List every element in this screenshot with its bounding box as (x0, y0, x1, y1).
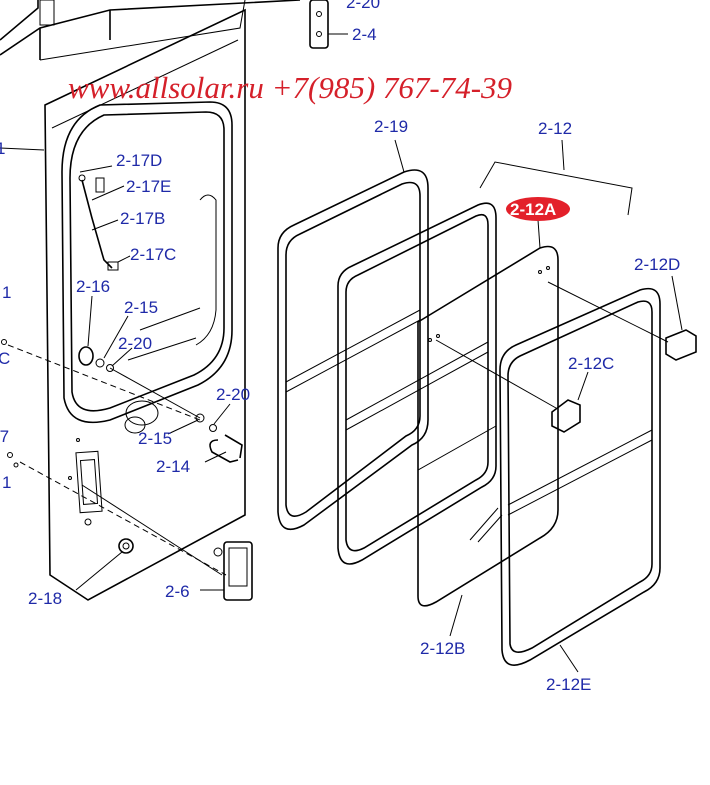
cable-2-17 (78, 174, 119, 271)
window-frame-2-19 (277, 169, 429, 531)
callout-2-15a: 2-15 (124, 298, 158, 317)
window-frame-2-12e (499, 287, 661, 666)
glass-pane-2-12b (417, 245, 559, 607)
callout-2-17d: 2-17D (116, 151, 162, 170)
callout-2-12a: 2-12A (510, 200, 556, 219)
callout-2-17b: 2-17B (120, 209, 165, 228)
callout-1-left: 1 (0, 139, 5, 158)
stopper-2-12d (547, 281, 697, 361)
callout-2-12c: 2-12C (568, 354, 614, 373)
callout-2-16: 2-16 (76, 277, 110, 296)
cab-roof-block (0, 0, 301, 61)
callout-2-12e: 2-12E (546, 675, 591, 694)
callout-2-12: 2-12 (538, 119, 572, 138)
callout-2-17e: 2-17E (126, 177, 171, 196)
bracket-2-12 (479, 161, 633, 216)
callout-7: -7 (0, 427, 9, 446)
callout-2-15b: 2-15 (138, 429, 172, 448)
watermark-text: www.allsolar.ru +7(985) 767-74-39 (68, 70, 512, 105)
callout-c: C (0, 349, 10, 368)
callout-2-4: 2-4 (352, 25, 377, 44)
door-panel (44, 8, 246, 601)
callout-2-20a: 2-20 (118, 334, 152, 353)
callout-2-12d: 2-12D (634, 255, 680, 274)
callout-2-20b: 2-20 (216, 385, 250, 404)
callout-2-17c: 2-17C (130, 245, 176, 264)
highlight-2-12a (506, 197, 570, 221)
latch-2-12c (435, 339, 581, 433)
hinge-2-4 (309, 0, 348, 49)
callout-1-low: 1 (2, 473, 11, 492)
callout-2-6: 2-6 (165, 582, 190, 601)
callout-2-19: 2-19 (374, 117, 408, 136)
callout-2-18: 2-18 (28, 589, 62, 608)
window-frame-2-12 (337, 202, 497, 565)
callout-2-20-top: 2-20 (346, 0, 380, 12)
callout-2-12b: 2-12B (420, 639, 465, 658)
leader-lines (0, 139, 683, 673)
handle-parts (1, 339, 243, 468)
assembly-lines (7, 344, 227, 576)
lock-parts (118, 538, 253, 601)
callout-2-14: 2-14 (156, 457, 190, 476)
callout-1-mid: 1 (2, 283, 11, 302)
